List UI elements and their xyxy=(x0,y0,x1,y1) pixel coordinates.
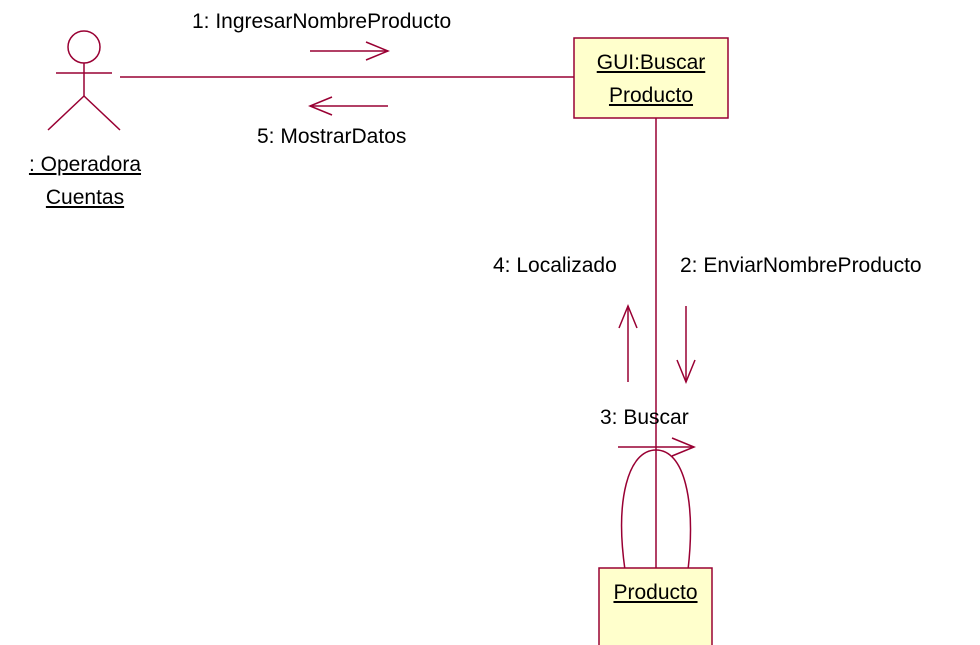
message-1-label: 1: IngresarNombreProducto xyxy=(192,10,452,33)
actor-name-line1: : Operadora xyxy=(28,153,142,176)
actor-name-line2: Cuentas xyxy=(45,186,125,209)
message-1-arrow xyxy=(310,41,390,61)
actor-figure xyxy=(47,30,121,131)
message-5-label: 5: MostrarDatos xyxy=(257,125,407,148)
producto-object-label: Producto xyxy=(613,581,698,604)
gui-object-label-line1: GUI:Buscar xyxy=(596,51,706,74)
gui-object-label-line2: Producto xyxy=(608,84,694,107)
self-link-producto xyxy=(620,449,692,571)
message-3-arrow xyxy=(618,437,696,457)
actor-left-leg xyxy=(47,95,85,131)
gui-buscar-producto-box xyxy=(573,37,729,119)
message-5-arrow xyxy=(308,96,388,116)
message-4-arrow xyxy=(618,304,638,382)
actor-head xyxy=(67,30,101,64)
message-4-label: 4: Localizado xyxy=(493,254,617,277)
actor-right-leg xyxy=(83,95,121,131)
message-3-label: 3: Buscar xyxy=(600,406,689,429)
message-2-arrow xyxy=(676,306,696,384)
producto-box xyxy=(598,567,713,645)
message-2-label: 2: EnviarNombreProducto xyxy=(680,254,922,277)
